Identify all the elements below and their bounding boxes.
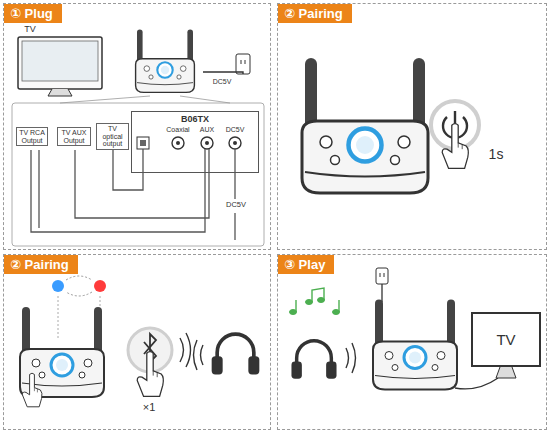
box-label: TV	[496, 331, 515, 348]
step-heading: ③ Play	[278, 255, 334, 274]
device-label: TV	[18, 25, 42, 35]
transmitter	[136, 29, 195, 92]
transmitter	[302, 58, 428, 193]
power-label: DC5V	[221, 201, 251, 209]
ports	[137, 137, 241, 149]
bluetooth-button	[128, 328, 191, 372]
cables	[31, 149, 235, 240]
output-tag: TV RCA Output	[16, 127, 48, 146]
tv-drawing	[18, 37, 102, 96]
transmitter	[373, 300, 457, 390]
power-outlet	[203, 54, 250, 74]
step-panel: ② Pairing	[277, 3, 547, 250]
step-panel: ② Pairing	[3, 254, 271, 430]
step-panel: ③ PlayTV	[277, 254, 547, 430]
hand	[22, 373, 42, 407]
port-label: Coaxial	[161, 126, 195, 134]
duration-label: 1s	[484, 147, 508, 162]
step-heading: ① Plug	[4, 4, 62, 23]
hand	[442, 124, 468, 169]
step-heading: ② Pairing	[4, 255, 78, 274]
tv-stand-cable	[455, 367, 516, 389]
zoom-lines	[12, 96, 264, 246]
step-heading: ② Pairing	[278, 4, 352, 23]
music-notes	[290, 288, 340, 315]
box-label: B06TX	[132, 112, 258, 125]
power-label: DC5V	[207, 78, 237, 86]
headphones	[291, 341, 355, 379]
port-label: DC5V	[221, 126, 249, 134]
tv-screen: TV	[471, 312, 541, 367]
output-tag: TV AUX Output	[57, 127, 91, 146]
headphones	[194, 334, 260, 374]
hand	[137, 352, 163, 397]
port-label: AUX	[195, 126, 219, 134]
output-tag: TV optical output	[96, 123, 129, 150]
count-label: ×1	[136, 401, 162, 413]
power-outlet	[376, 268, 388, 302]
rear-panel-box: B06TX	[131, 111, 259, 173]
